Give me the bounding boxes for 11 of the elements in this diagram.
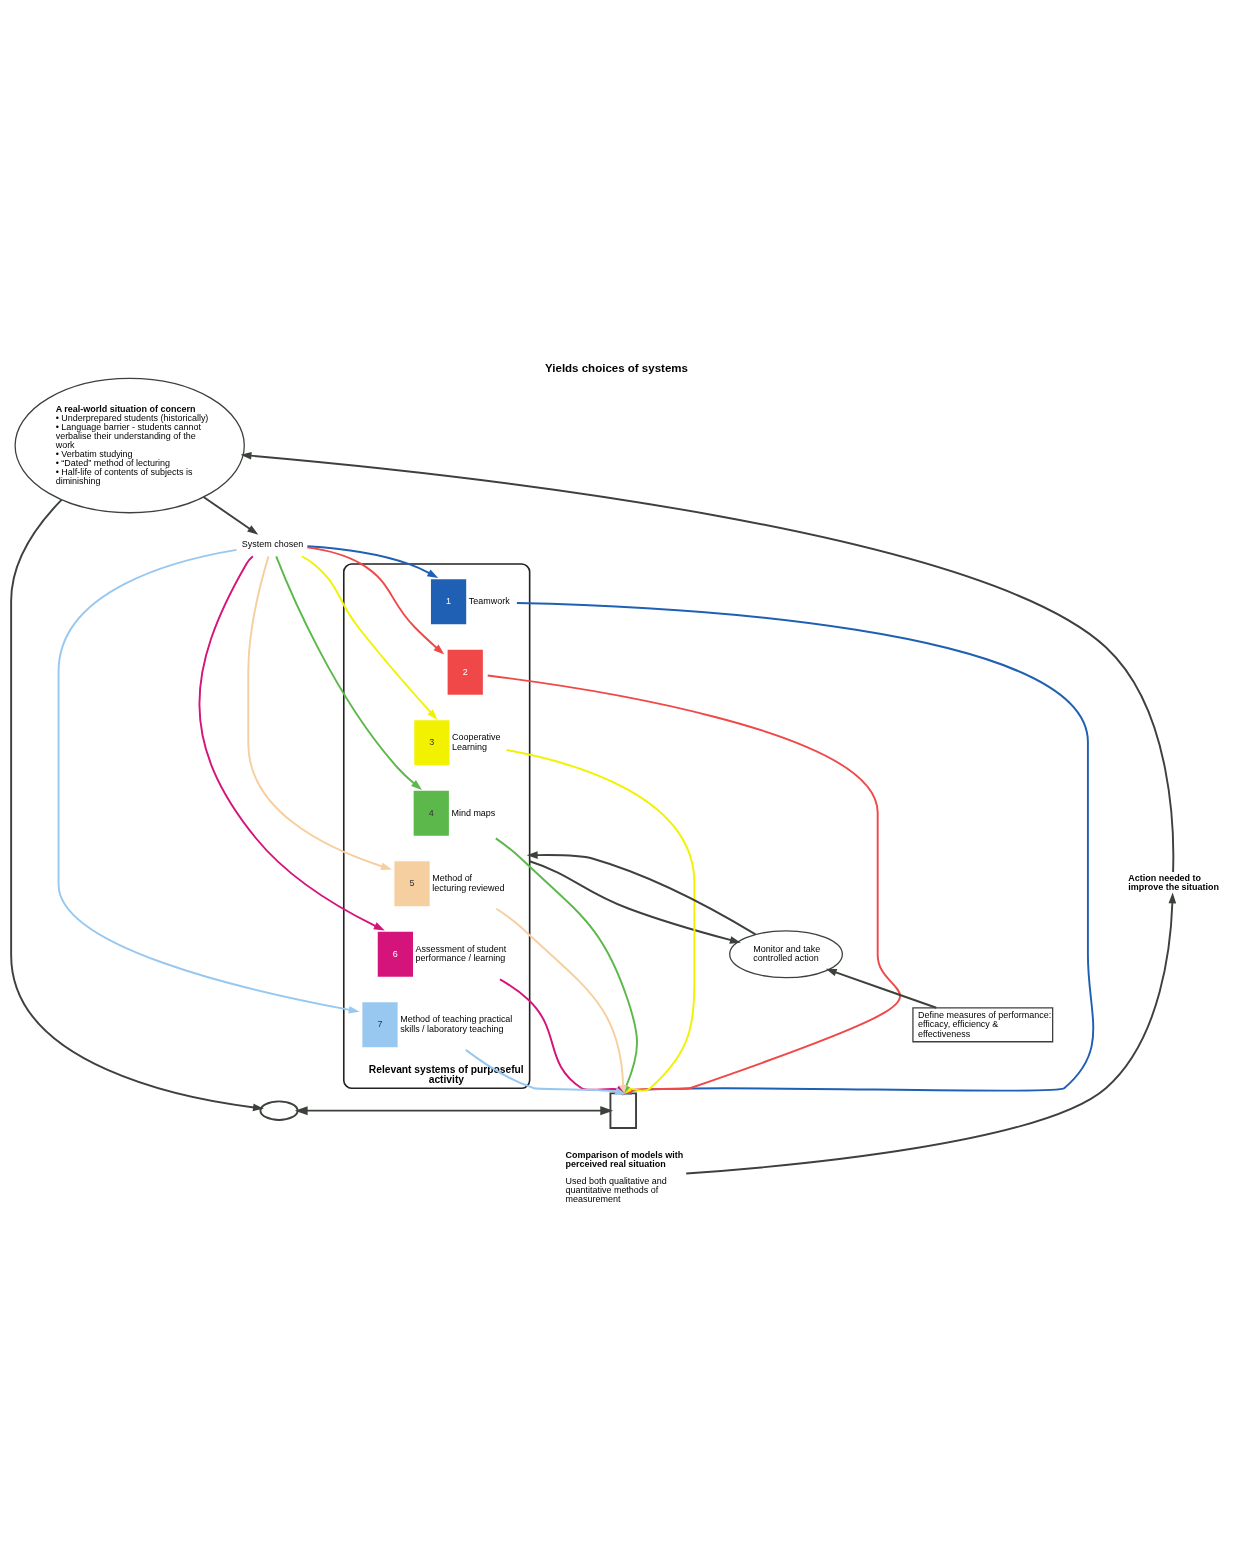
node-label: Teamwork bbox=[468, 596, 510, 607]
node-text: Action needed to improve the situation bbox=[1128, 873, 1219, 893]
node-text: System chosen bbox=[241, 539, 304, 550]
node-label: Method of lecturing reviewed bbox=[432, 873, 505, 893]
node-label: Cooperative Learning bbox=[452, 732, 501, 752]
node-text: Comparison of models with perceived real situation bbox=[565, 1149, 684, 1169]
node-label: Mind maps bbox=[451, 807, 496, 818]
node-label: Method of teaching practical skills / laboratory teaching bbox=[400, 1014, 513, 1034]
diagram-title: Yields choices of systems bbox=[545, 361, 688, 374]
node-label: Used both qualitative and quantitative methods of measurement bbox=[565, 1176, 667, 1205]
node-label: Assessment of student performance / learning bbox=[415, 943, 507, 964]
